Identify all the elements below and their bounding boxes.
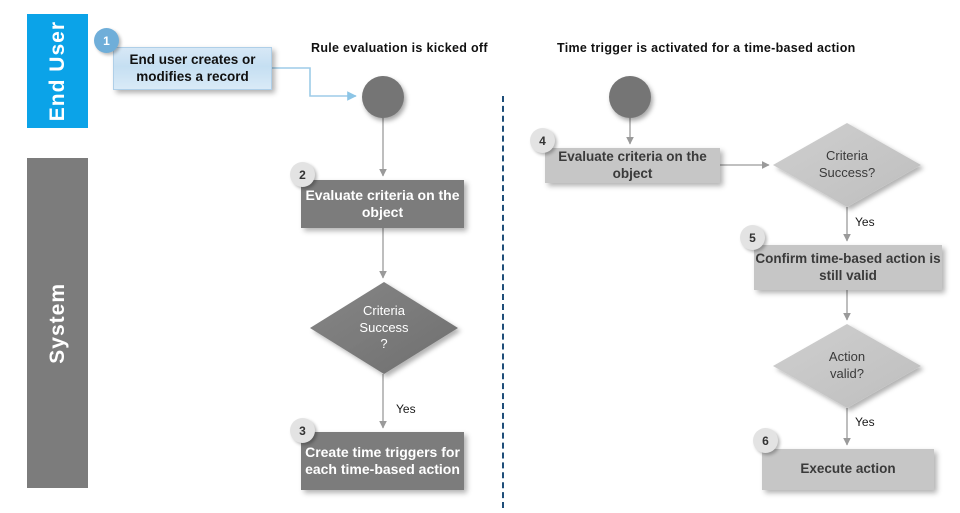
- process-box-label: Execute action: [800, 461, 896, 477]
- process-box-label: Evaluate criteria on the object: [558, 148, 707, 181]
- decision-label: Criteria Success ?: [359, 302, 409, 352]
- process-box-end-user-creates-record[interactable]: End user creates or modifies a record: [113, 47, 272, 90]
- section-heading-right: Time trigger is activated for a time-bas…: [557, 41, 856, 55]
- step-badge-4: 4: [530, 128, 555, 153]
- process-box-create-time-triggers[interactable]: Create time triggers for each time-based…: [301, 432, 464, 490]
- decision-action-valid[interactable]: Action valid?: [773, 324, 921, 408]
- section-divider: [502, 96, 504, 508]
- step-badge-number: 3: [299, 423, 306, 438]
- step-badge-2: 2: [290, 162, 315, 187]
- start-node-right: [609, 76, 651, 118]
- decision-criteria-success-left-shape: [310, 282, 458, 374]
- section-heading-left: Rule evaluation is kicked off: [311, 41, 488, 55]
- step-badge-3: 3: [290, 418, 315, 443]
- start-node-left: [362, 76, 404, 118]
- decision-label: Criteria Success?: [818, 148, 876, 180]
- process-box-label: Confirm time-based action is still valid: [755, 250, 941, 283]
- step-badge-number: 2: [299, 167, 306, 182]
- swimlane-end-user-label: End User: [45, 20, 69, 122]
- edge-label-yes-left: Yes: [396, 402, 416, 416]
- process-box-label: End user creates or modifies a record: [129, 51, 256, 84]
- swimlane-end-user: End User: [27, 14, 88, 128]
- edge-label-yes-action-valid: Yes: [855, 415, 875, 429]
- step-badge-number: 5: [749, 230, 756, 245]
- step-badge-number: 6: [762, 433, 769, 448]
- process-box-evaluate-criteria-left[interactable]: Evaluate criteria on the object: [301, 180, 464, 228]
- step-badge-1: 1: [94, 28, 119, 53]
- step-badge-number: 4: [539, 133, 546, 148]
- process-box-confirm-action-valid[interactable]: Confirm time-based action is still valid: [754, 245, 942, 290]
- edge-label-yes-criteria-right: Yes: [855, 215, 875, 229]
- step-badge-number: 1: [103, 33, 110, 48]
- process-box-execute-action[interactable]: Execute action: [762, 449, 934, 490]
- decision-criteria-success-right[interactable]: Criteria Success?: [773, 123, 921, 207]
- swimlane-system-label: System: [45, 282, 69, 364]
- process-box-label: Create time triggers for each time-based…: [305, 443, 460, 478]
- decision-criteria-success-right-shape: [773, 123, 921, 207]
- swimlane-system: System: [27, 158, 88, 488]
- step-badge-6: 6: [753, 428, 778, 453]
- decision-criteria-success-left[interactable]: Criteria Success ?: [310, 282, 458, 374]
- process-box-label: Evaluate criteria on the object: [305, 186, 460, 221]
- process-box-evaluate-criteria-right[interactable]: Evaluate criteria on the object: [545, 148, 720, 183]
- step-badge-5: 5: [740, 225, 765, 250]
- decision-action-valid-shape: [773, 324, 921, 408]
- connector-box1-to-start: [270, 67, 357, 101]
- decision-label: Action valid?: [828, 349, 866, 381]
